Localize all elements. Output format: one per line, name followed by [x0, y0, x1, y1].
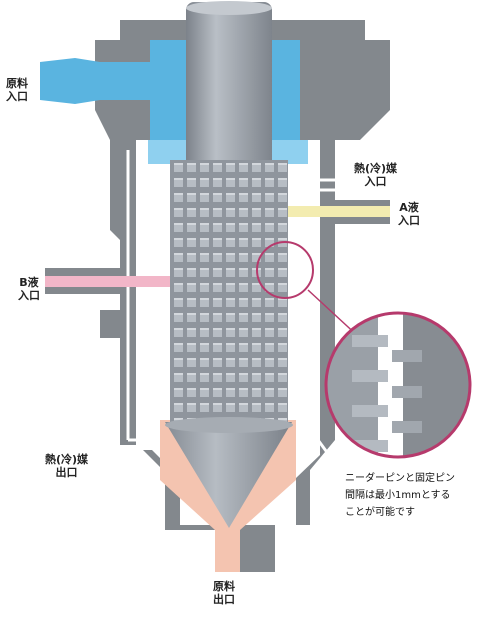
pin-gap-note: ニーダーピンと固定ピン 間隔は最小1mmとする ことが可能です [345, 473, 455, 518]
heat-medium-inlet-label: 熱(冷)媒入口 [354, 162, 398, 188]
material-inlet-label: 原料入口 [6, 77, 28, 103]
liquid-a-inlet-label: A液入口 [398, 201, 420, 227]
liquid-b-inlet-channel [45, 268, 175, 294]
heat-medium-outlet-label: 熱(冷)媒出口 [45, 453, 89, 479]
liquid-a-inlet-channel [282, 200, 390, 224]
liquid-b-inlet-label: B液入口 [18, 276, 40, 302]
kneader-rotor [165, 1, 293, 528]
material-outlet-label: 原料出口 [213, 580, 235, 606]
